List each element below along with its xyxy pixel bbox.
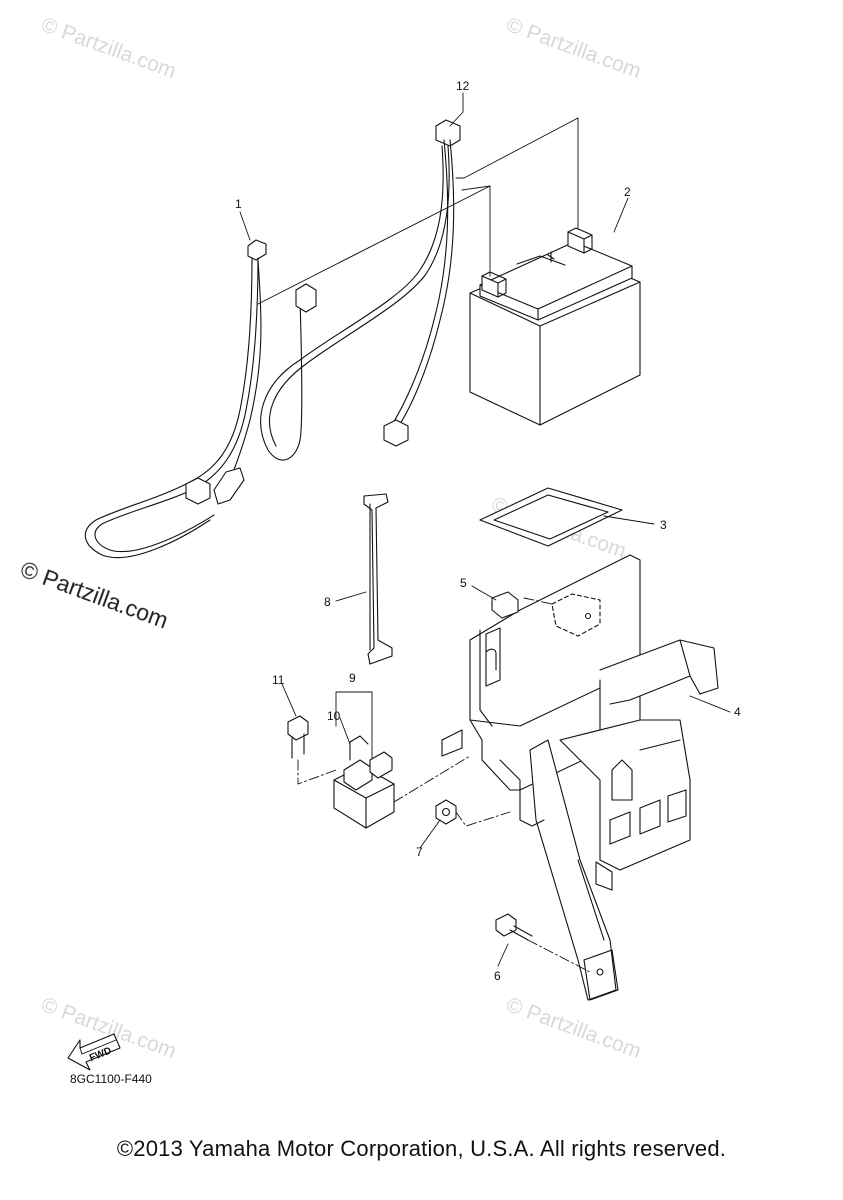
nut-7 [435,799,457,825]
diagram-part-code: 8GC1100-F440 [70,1072,152,1086]
lead-couplers [185,283,409,505]
assembly-lines [297,597,591,973]
battery-box-bracket [441,554,719,1001]
callout-6: 6 [494,969,501,983]
callout-8: 8 [324,595,331,609]
battery [469,227,641,426]
callout-2: 2 [624,185,631,199]
watermark-bottom-right: © Partzilla.com [503,993,644,1063]
callout-5: 5 [460,576,467,590]
battery-band [363,493,393,665]
callout-3: 3 [660,518,667,532]
callout-9: 9 [349,671,356,685]
battery-lead-positive [260,119,461,461]
battery-lead-negative [84,239,267,559]
copyright-notice: ©2013 Yamaha Motor Corporation, U.S.A. A… [116,1136,727,1161]
bolt-11 [287,715,309,759]
callout-4: 4 [734,705,741,719]
callout-12: 12 [456,79,470,93]
bolt-6 [495,913,533,941]
callout-10: 10 [327,709,341,723]
leader-lines [239,92,731,967]
damper-clip [491,591,519,619]
battery-seat-pad [479,487,623,547]
callout-11: 11 [272,673,285,687]
callout-1: 1 [235,197,242,211]
callout-numbers: 12 1 2 3 5 8 9 11 10 4 7 6 [235,79,741,983]
watermark-top-left: © Partzilla.com [38,13,179,83]
starter-relay [333,735,395,829]
fwd-arrow: FWD [67,1033,121,1071]
callout-7: 7 [416,845,423,859]
watermark-top-right: © Partzilla.com [503,13,644,83]
